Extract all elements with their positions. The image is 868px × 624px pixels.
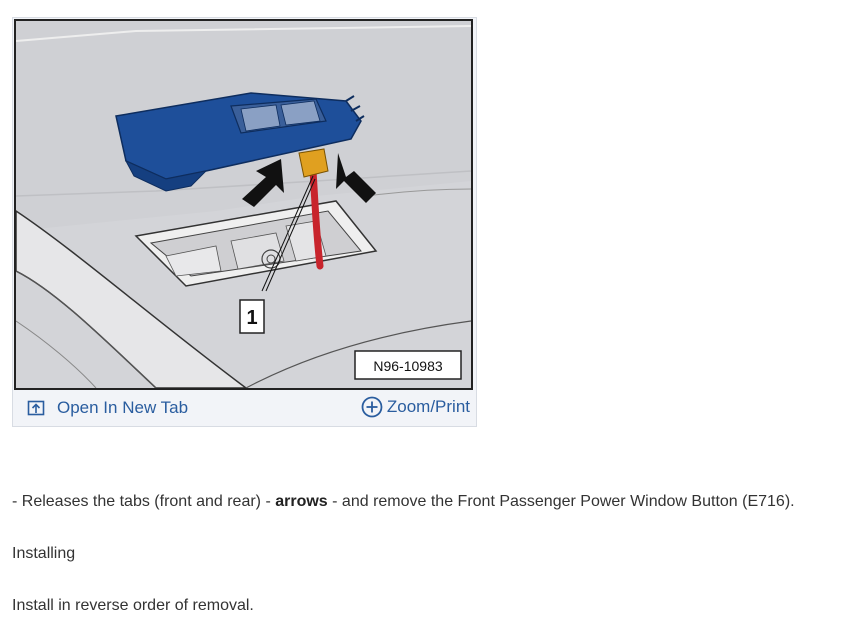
figure-container: 1 N96-10983 Open In New Tab Zoom/Print (12, 17, 477, 427)
figure-illustration[interactable]: 1 N96-10983 (14, 19, 473, 390)
zoom-print-label: Zoom/Print (386, 397, 470, 416)
open-in-new-tab-label: Open In New Tab (57, 398, 189, 417)
removal-step: - Releases the tabs (front and rear) - a… (12, 493, 795, 511)
window-button-illustration: 1 N96-10983 (16, 21, 471, 388)
figure-toolbar: Open In New Tab Zoom/Print (13, 391, 476, 426)
open-in-new-tab-link[interactable]: Open In New Tab (27, 398, 188, 418)
install-instruction: Install in reverse order of removal. (12, 597, 254, 614)
zoom-plus-icon (361, 396, 383, 418)
figure-id: N96-10983 (373, 358, 442, 374)
figure-id-box (354, 350, 462, 380)
step-text-prefix: - Releases the tabs (front and rear) - (12, 493, 276, 510)
open-new-tab-icon (27, 400, 45, 416)
step-text-suffix: - and remove the Front Passenger Power W… (327, 493, 795, 510)
step-text-bold: arrows (275, 493, 328, 510)
callout-box (239, 299, 265, 334)
callout-number: 1 (246, 307, 257, 329)
zoom-print-link[interactable]: Zoom/Print (361, 396, 470, 418)
installing-heading: Installing (12, 545, 76, 562)
